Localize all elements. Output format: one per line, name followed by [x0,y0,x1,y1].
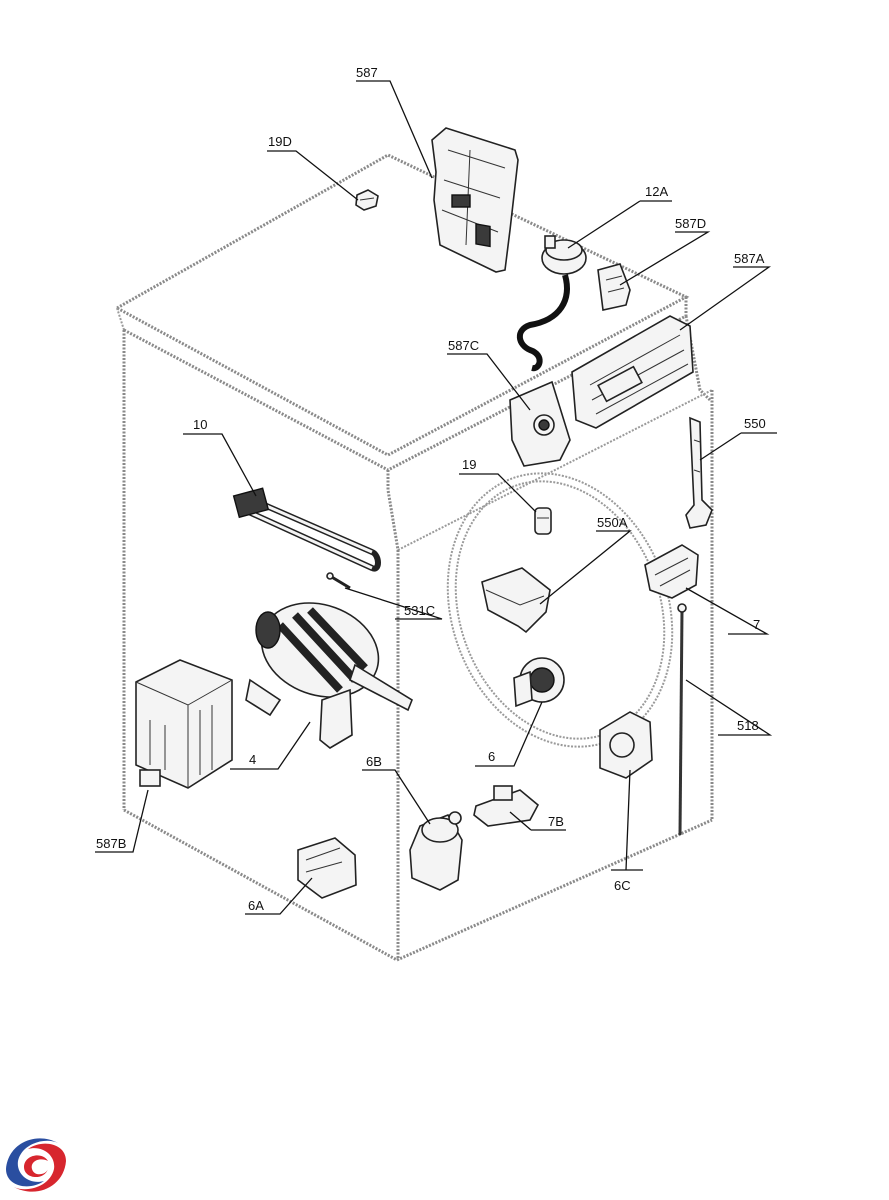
callout-7: 7 [753,617,760,632]
callout-6C: 6C [614,878,631,893]
rod-518 [677,603,687,836]
module-587B [135,659,233,789]
pressure-switch-12A [516,235,587,372]
motor-4 [245,602,413,749]
part-19 [534,507,552,535]
control-board-587A [571,315,694,429]
callout-587C: 587C [448,338,479,353]
part-7B [473,785,540,827]
logo-red-swirl [14,1143,66,1192]
selector-587C [509,380,571,467]
callout-6A: 6A [248,898,264,913]
callout-550: 550 [744,416,766,431]
callout-19D: 19D [268,134,292,149]
leader-lines [95,80,777,915]
part-6A [297,837,357,899]
brand-logo [6,1138,66,1192]
part-6C [599,711,653,779]
sensor-531C [326,572,351,590]
callout-531C: 531C [404,603,435,618]
callout-518: 518 [737,718,759,733]
cover-550A [481,567,551,634]
callout-7B: 7B [548,814,564,829]
callout-587B: 587B [96,836,126,851]
clip-19D [355,189,379,211]
callout-19: 19 [462,457,476,472]
drain-pump-6 [513,657,565,708]
hinge-550 [685,416,713,529]
heater-10 [232,487,381,572]
callout-6B: 6B [366,754,382,769]
module-587D [597,263,631,311]
electronic-module-587 [431,127,519,273]
logo-blue-swirl [6,1138,58,1187]
callout-587: 587 [356,65,378,80]
callout-6: 6 [488,749,495,764]
callout-4: 4 [249,752,256,767]
pump-housing-6B [409,811,463,891]
callout-587A: 587A [734,251,765,266]
door-lock-7 [644,544,699,599]
callout-labels: 587 19D 12A 587D 587A 587C 550 10 19 550… [96,65,766,913]
logo-red-core [24,1155,48,1178]
callout-12A: 12A [645,184,668,199]
callout-587D: 587D [675,216,706,231]
callout-10: 10 [193,417,207,432]
callout-550A: 550A [597,515,628,530]
